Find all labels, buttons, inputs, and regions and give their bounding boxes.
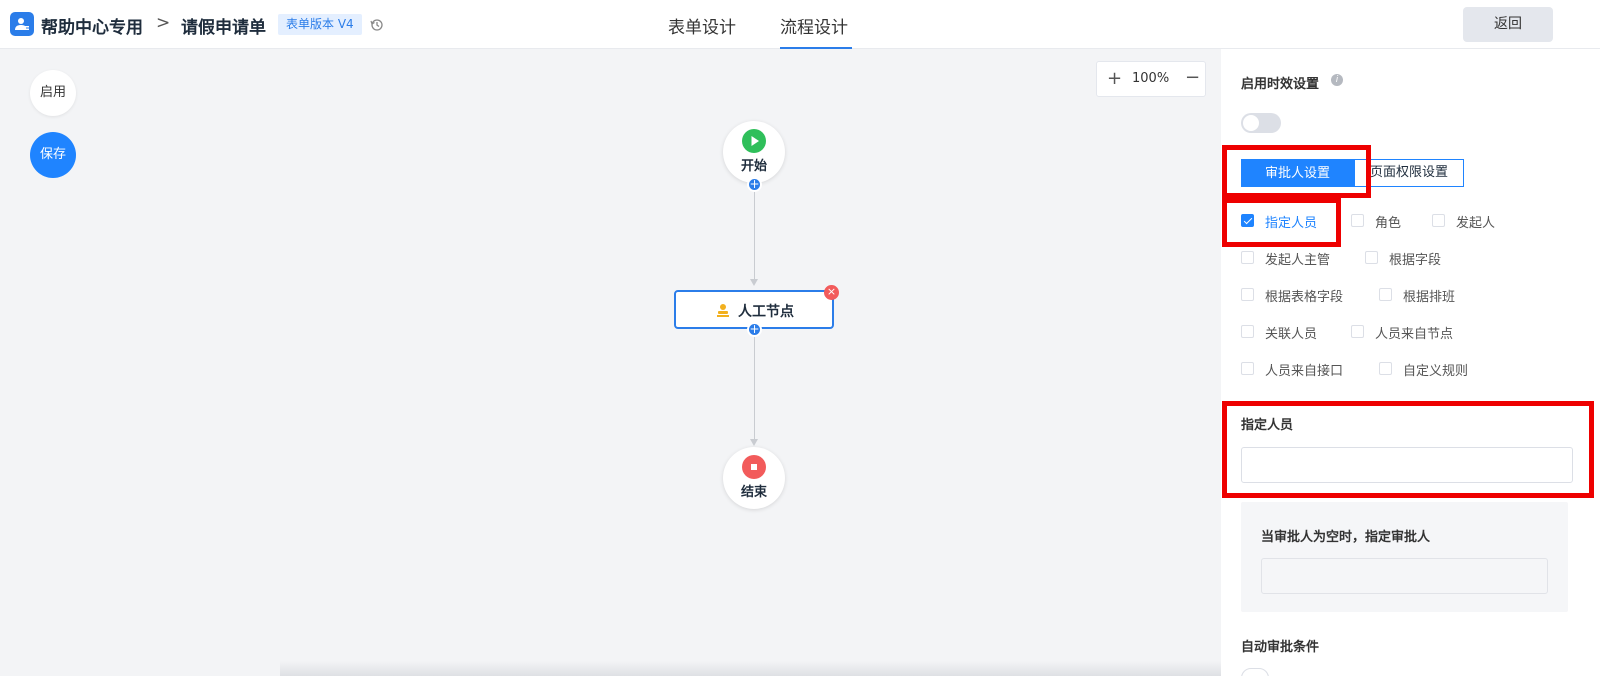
breadcrumb-separator: > [156, 13, 171, 33]
stop-icon [742, 455, 766, 479]
node-settings-panel: 启用时效设置 i 审批人设置 页面权限设置 指定人员 角色 发起人 发起人主管 … [1221, 49, 1600, 676]
play-icon [742, 129, 766, 153]
enable-button[interactable]: 启用 [30, 70, 76, 116]
add-node-button[interactable]: + [747, 177, 762, 192]
zoom-out-button[interactable]: − [1185, 67, 1201, 88]
page-title: 请假申请单 [181, 18, 266, 38]
checkbox-designated-person[interactable]: 指定人员 [1241, 212, 1341, 231]
checkbox-by-schedule[interactable]: 根据排班 [1379, 286, 1479, 305]
timing-setting-label: 启用时效设置 [1241, 77, 1320, 92]
end-node[interactable]: 结束 [723, 447, 785, 509]
empty-approver-select[interactable] [1261, 558, 1548, 594]
empty-approver-label: 当审批人为空时，指定审批人 [1261, 530, 1431, 545]
zoom-in-button[interactable]: + [1107, 68, 1123, 89]
flow-canvas[interactable]: 启用 保存 + 100% − 开始 + 人工节点 × + 结束 [0, 49, 1221, 676]
end-node-label: 结束 [740, 485, 767, 500]
save-button[interactable]: 保存 [30, 132, 76, 178]
app-user-icon [10, 12, 34, 36]
tab-flow-design[interactable]: 流程设计 [780, 18, 848, 38]
version-tag: 表单版本 V4 [278, 14, 362, 35]
remove-node-icon[interactable]: × [824, 285, 839, 300]
stamp-person-icon [716, 302, 730, 321]
zoom-level: 100% [1132, 71, 1170, 86]
zoom-control: + 100% − [1096, 61, 1206, 97]
toggle-knob [1243, 115, 1259, 131]
empty-approver-section: 当审批人为空时，指定审批人 [1241, 502, 1568, 612]
checkbox-initiator[interactable]: 发起人 [1432, 212, 1512, 231]
checkbox-initiator-manager[interactable]: 发起人主管 [1241, 249, 1351, 268]
auto-approve-toggle[interactable] [1241, 668, 1269, 676]
auto-approve-label: 自动审批条件 [1241, 640, 1320, 655]
checkbox-linked-person[interactable]: 关联人员 [1241, 323, 1341, 342]
timing-toggle[interactable] [1241, 113, 1281, 133]
checkbox-custom-rule[interactable]: 自定义规则 [1379, 360, 1489, 379]
connector-line [754, 189, 755, 281]
active-tab-indicator [780, 47, 852, 49]
tab-form-design[interactable]: 表单设计 [668, 18, 736, 38]
tab-approver-settings[interactable]: 审批人设置 [1241, 159, 1354, 187]
assignee-select[interactable] [1241, 447, 1573, 483]
checkbox-checked-icon[interactable] [1241, 214, 1254, 227]
checkbox-person-from-node[interactable]: 人员来自节点 [1351, 323, 1471, 342]
history-icon[interactable] [370, 17, 384, 36]
connector-line [754, 331, 755, 441]
add-node-button[interactable]: + [747, 322, 762, 337]
checkbox-by-field[interactable]: 根据字段 [1365, 249, 1465, 268]
arrow-down-icon [750, 279, 758, 286]
checkbox-person-from-api[interactable]: 人员来自接口 [1241, 360, 1366, 379]
checkbox-by-table-field[interactable]: 根据表格字段 [1241, 286, 1366, 305]
start-node-label: 开始 [740, 159, 767, 174]
assignee-label: 指定人员 [1241, 418, 1294, 433]
info-icon[interactable]: i [1331, 74, 1343, 86]
manual-node-label: 人工节点 [738, 304, 794, 320]
arrow-down-icon [750, 439, 758, 446]
top-header: 帮助中心专用 > 请假申请单 表单版本 V4 表单设计 流程设计 返回 [0, 0, 1600, 49]
checkbox-role[interactable]: 角色 [1351, 212, 1411, 231]
back-button[interactable]: 返回 [1463, 7, 1553, 42]
start-node[interactable]: 开始 [723, 121, 785, 183]
canvas-scroll-shadow [280, 661, 1221, 676]
breadcrumb-root[interactable]: 帮助中心专用 [41, 18, 143, 38]
tab-page-permissions[interactable]: 页面权限设置 [1354, 159, 1464, 187]
